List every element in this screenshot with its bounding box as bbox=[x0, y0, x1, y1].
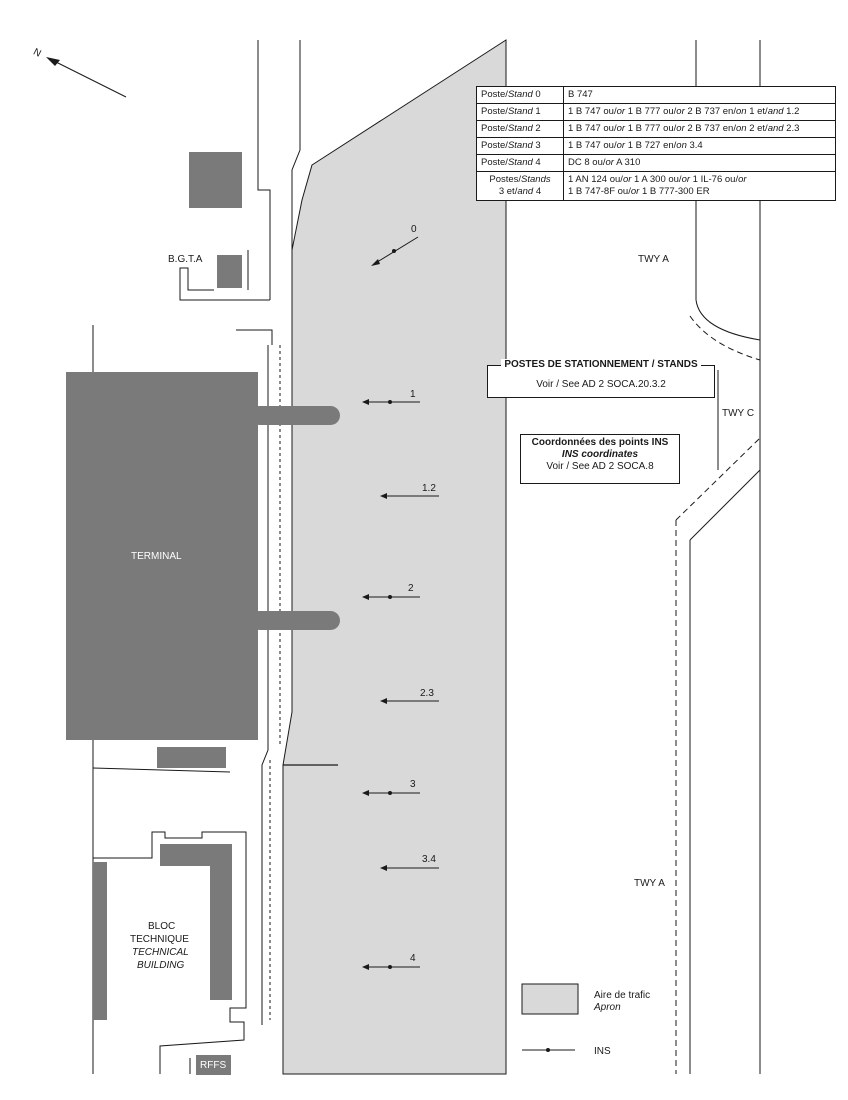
aircraft-cell: 1 AN 124 ou/or 1 A 300 ou/or 1 IL-76 ou/… bbox=[563, 171, 836, 201]
stand-cell: Poste/Stand 2 bbox=[476, 120, 564, 138]
label-rffs: RFFS bbox=[200, 1060, 226, 1071]
apron-road-edge bbox=[261, 345, 269, 1025]
label-twy-c: TWY C bbox=[722, 408, 754, 419]
terminal-building bbox=[66, 372, 258, 740]
stand-1: 1 bbox=[362, 389, 420, 405]
pier-1 bbox=[250, 406, 340, 425]
aircraft-cell: 1 B 747 ou/or 1 B 777 ou/or 2 B 737 en/o… bbox=[563, 120, 836, 138]
building-rffs bbox=[196, 1055, 231, 1075]
stand-cell: Poste/Stand 0 bbox=[476, 86, 564, 104]
stand-1-2: 1.2 bbox=[380, 483, 439, 499]
legend-ins: INS bbox=[594, 1046, 611, 1057]
label-bgta: B.G.T.A bbox=[168, 254, 203, 265]
road-below-terminal bbox=[92, 767, 231, 773]
stand-label-3-4: 3.4 bbox=[422, 854, 436, 865]
stand-2: 2 bbox=[362, 583, 420, 600]
legend-apron-en: Apron bbox=[593, 1002, 621, 1013]
stand-label-4: 4 bbox=[410, 953, 416, 964]
stand-cell: Poste/Stand 1 bbox=[476, 103, 564, 121]
stand-label-1-2: 1.2 bbox=[422, 483, 436, 494]
stand-cell: Poste/Stand 3 bbox=[476, 137, 564, 155]
aircraft-cell: B 747 bbox=[563, 86, 836, 104]
stand-cell: Poste/Stand 4 bbox=[476, 154, 564, 172]
aircraft-cell: 1 B 747 ou/or 1 B 727 en/on 3.4 bbox=[563, 137, 836, 155]
label-terminal: TERMINAL bbox=[131, 551, 182, 562]
technical-building: BLOC TECHNIQUE TECHNICAL BUILDING bbox=[93, 831, 247, 1074]
ins-info-box: Coordonnées des points INS INS coordinat… bbox=[520, 434, 680, 484]
stand-label-2-3: 2.3 bbox=[420, 688, 434, 699]
label-technique: TECHNIQUE bbox=[130, 934, 189, 945]
apron-area bbox=[282, 39, 507, 1075]
stands-box-title: POSTES DE STATIONNEMENT / STANDS bbox=[501, 359, 701, 370]
aircraft-cell: DC 8 ou/or A 310 bbox=[563, 154, 836, 172]
stand-2-3: 2.3 bbox=[380, 688, 439, 704]
stands-info-box: POSTES DE STATIONNEMENT / STANDS Voir / … bbox=[487, 359, 715, 398]
building-bgta bbox=[217, 255, 242, 288]
stand-label-3: 3 bbox=[410, 779, 416, 790]
ins-box-line3: Voir / See AD 2 SOCA.8 bbox=[546, 461, 654, 472]
ins-box-line1: Coordonnées des points INS bbox=[531, 437, 669, 448]
ins-box-line2: INS coordinates bbox=[561, 449, 639, 460]
label-building: BUILDING bbox=[137, 960, 184, 971]
stand-label-0: 0 bbox=[411, 224, 417, 235]
label-twy-a-top: TWY A bbox=[638, 254, 669, 265]
pier-2 bbox=[250, 611, 340, 630]
stand-label-2: 2 bbox=[408, 583, 414, 594]
label-technical: TECHNICAL bbox=[132, 947, 189, 958]
stand-label-1: 1 bbox=[410, 389, 416, 400]
stand-4: 4 bbox=[362, 953, 420, 970]
north-arrow: N bbox=[31, 47, 127, 98]
north-label: N bbox=[31, 47, 42, 60]
legend-apron-fr: Aire de trafic bbox=[594, 990, 650, 1001]
label-twy-a-bottom: TWY A bbox=[634, 878, 665, 889]
building-small bbox=[157, 747, 226, 768]
legend: Aire de trafic Apron INS bbox=[521, 983, 650, 1057]
stands-box-sub: Voir / See AD 2 SOCA.20.3.2 bbox=[536, 379, 666, 390]
stand-3: 3 bbox=[362, 779, 420, 796]
aircraft-cell: 1 B 747 ou/or 1 B 777 ou/or 2 B 737 en/o… bbox=[563, 103, 836, 121]
building-top bbox=[189, 152, 242, 208]
stand-3-4: 3.4 bbox=[380, 854, 439, 871]
stand-0: 0 bbox=[371, 224, 419, 266]
label-bloc: BLOC bbox=[148, 921, 175, 932]
top-access-roads bbox=[179, 40, 301, 345]
legend-apron-swatch bbox=[521, 983, 579, 1015]
